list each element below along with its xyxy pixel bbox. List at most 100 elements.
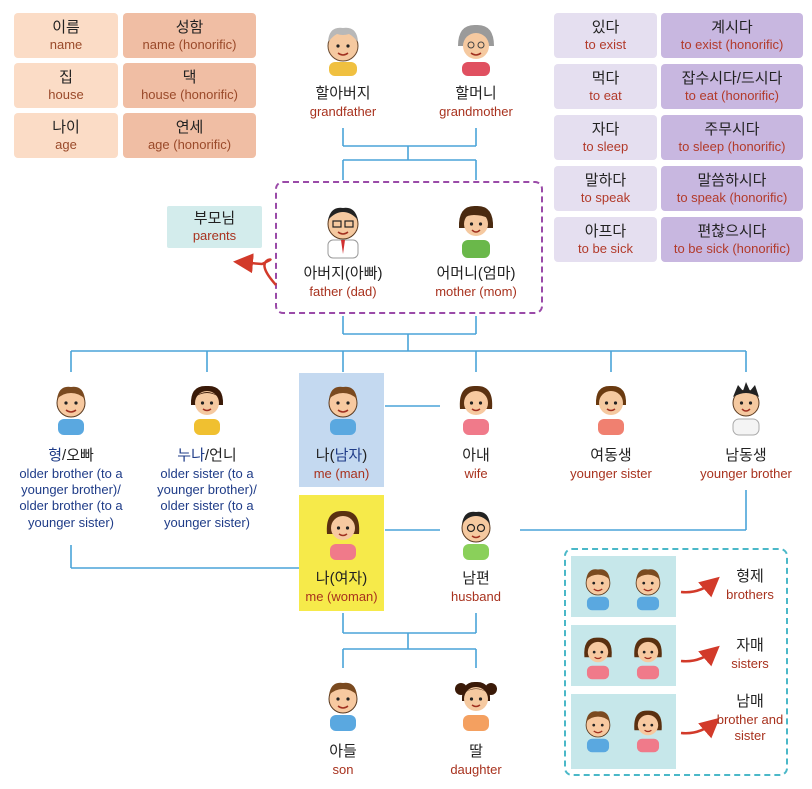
verb-plain-cell: 있다 to exist <box>554 13 657 58</box>
grandfather-kr: 할아버지 <box>315 85 371 102</box>
daughter-kr: 딸 <box>469 743 483 760</box>
verb-plain-en: to speak <box>580 189 631 205</box>
older-sister-en: older sister (to a younger brother)/ old… <box>157 465 257 530</box>
older-sister-kr-b: 언니 <box>209 447 237 464</box>
noun-hon-en: name (honorific) <box>142 36 237 52</box>
noun-plain-cell: 나이 age <box>14 113 118 158</box>
noun-plain-en: name <box>49 36 83 52</box>
grandmother-label: 할머니 grandmother <box>416 85 536 120</box>
verb-hon-en: to eat (honorific) <box>685 87 779 103</box>
older-brother-kr-sep: / <box>62 447 67 464</box>
verb-honorific-cell: 잡수시다/드시다 to eat (honorific) <box>661 64 803 109</box>
wife-illustration <box>459 385 493 436</box>
noun-plain-kr: 이름 <box>52 18 80 36</box>
verb-plain-kr: 먹다 <box>591 69 620 87</box>
older-brother-en: older brother (to a younger brother)/ ol… <box>19 465 123 530</box>
wife-en: wife <box>464 465 488 481</box>
daughter-en: daughter <box>450 761 502 777</box>
noun-plain-kr: 집 <box>59 68 73 86</box>
older-sister-kr-a: 누나 <box>177 447 205 464</box>
verb-hon-en: to speak (honorific) <box>676 189 788 205</box>
father-label: 아버지(아빠) father (dad) <box>278 265 408 300</box>
me-woman-en: me (woman) <box>305 588 378 604</box>
noun-hon-en: age (honorific) <box>147 136 232 152</box>
verb-plain-cell: 자다 to sleep <box>554 115 657 160</box>
younger-sister-en: younger sister <box>570 465 652 481</box>
younger-brother-kr: 남동생 <box>725 447 767 464</box>
husband-label: 남편 husband <box>431 570 521 605</box>
parents-kr: 부모님 <box>193 210 236 228</box>
brothers-arrow <box>680 576 720 598</box>
older-brother-illustration <box>56 386 86 436</box>
noun-plain-en: house <box>48 86 84 102</box>
verb-plain-en: to sleep <box>582 138 629 154</box>
parents-label: 부모님 parents <box>167 206 262 248</box>
daughter-illustration <box>455 681 497 731</box>
parents-en: parents <box>192 228 237 244</box>
noun-hon-kr: 성함 <box>175 18 204 36</box>
siblings-dashed-box <box>564 548 788 776</box>
noun-hon-en: house (honorific) <box>141 86 238 102</box>
verb-hon-en: to exist (honorific) <box>680 36 784 52</box>
sisters-en: sisters <box>731 655 769 671</box>
younger-sister-label: 여동생 younger sister <box>551 447 671 482</box>
grandmother-en: grandmother <box>439 103 513 119</box>
noun-plain-en: age <box>55 136 77 152</box>
older-sister-label: 누나/언니 older sister (to a younger brother… <box>142 447 272 531</box>
verb-honorific-cell: 계시다 to exist (honorific) <box>661 13 803 58</box>
son-illustration <box>328 682 358 732</box>
wife-kr: 아내 <box>462 447 490 464</box>
brothers-boy-1-icon <box>585 568 611 611</box>
brother-sister-label: 남매 brother and sister <box>716 693 784 744</box>
me-man-illustration <box>328 386 358 436</box>
noun-plain-kr: 나이 <box>52 118 80 136</box>
grandfather-label: 할아버지 grandfather <box>283 85 403 120</box>
verb-hon-en: to sleep (honorific) <box>678 138 786 154</box>
younger-brother-illustration <box>732 382 760 436</box>
me-man-label: 나(남자) me (man) <box>299 447 384 482</box>
me-woman-illustration <box>326 510 360 561</box>
older-brother-kr-b: 오빠 <box>66 447 94 464</box>
verb-hon-kr: 편찮으시다 <box>697 222 767 240</box>
father-illustration <box>327 207 359 259</box>
older-sister-kr-sep: / <box>204 447 210 464</box>
brothers-en: brothers <box>726 586 774 602</box>
brother-sister-en: brother and sister <box>716 711 784 743</box>
me-man-kr-b: 남자 <box>334 447 363 464</box>
sisters-label: 자매 sisters <box>716 637 784 672</box>
me-man-kr-a: 나( <box>315 447 335 464</box>
verb-plain-kr: 말하다 <box>584 171 627 189</box>
brother-sister-arrow <box>680 717 720 739</box>
son-en: son <box>332 761 354 777</box>
me-woman-label: 나(여자) me (woman) <box>299 570 384 605</box>
husband-en: husband <box>451 588 501 604</box>
verb-plain-kr: 아프다 <box>584 222 627 240</box>
older-brother-kr-a: 형 <box>48 447 63 464</box>
husband-illustration <box>461 511 491 560</box>
parents-arrow <box>233 253 277 286</box>
brothers-kr: 형제 <box>736 568 764 585</box>
daughter-label: 딸 daughter <box>431 743 521 778</box>
younger-sister-kr: 여동생 <box>590 447 632 464</box>
verb-hon-kr: 말씀하시다 <box>697 171 767 189</box>
verb-hon-en: to be sick (honorific) <box>673 240 791 256</box>
younger-brother-label: 남동생 younger brother <box>686 447 806 482</box>
brother-sister-boy-icon <box>585 710 611 753</box>
verb-honorific-cell: 주무시다 to sleep (honorific) <box>661 115 803 160</box>
son-kr: 아들 <box>329 743 357 760</box>
verb-hon-kr: 주무시다 <box>704 120 760 138</box>
parents-dashed-box <box>275 181 543 314</box>
husband-kr: 남편 <box>462 570 490 587</box>
younger-sister-illustration <box>595 385 627 435</box>
mother-illustration <box>458 205 494 258</box>
older-sister-illustration <box>190 385 224 435</box>
verb-hon-kr: 잡수시다/드시다 <box>681 69 783 87</box>
noun-hon-kr: 연세 <box>175 118 204 136</box>
younger-brother-en: younger brother <box>700 465 792 481</box>
sisters-arrow <box>680 645 720 667</box>
brothers-boy-2-icon <box>635 568 661 611</box>
me-woman-kr: 나(여자) <box>315 570 368 587</box>
sisters-kr: 자매 <box>736 637 764 654</box>
brother-sister-panel <box>571 694 676 769</box>
son-label: 아들 son <box>298 743 388 778</box>
